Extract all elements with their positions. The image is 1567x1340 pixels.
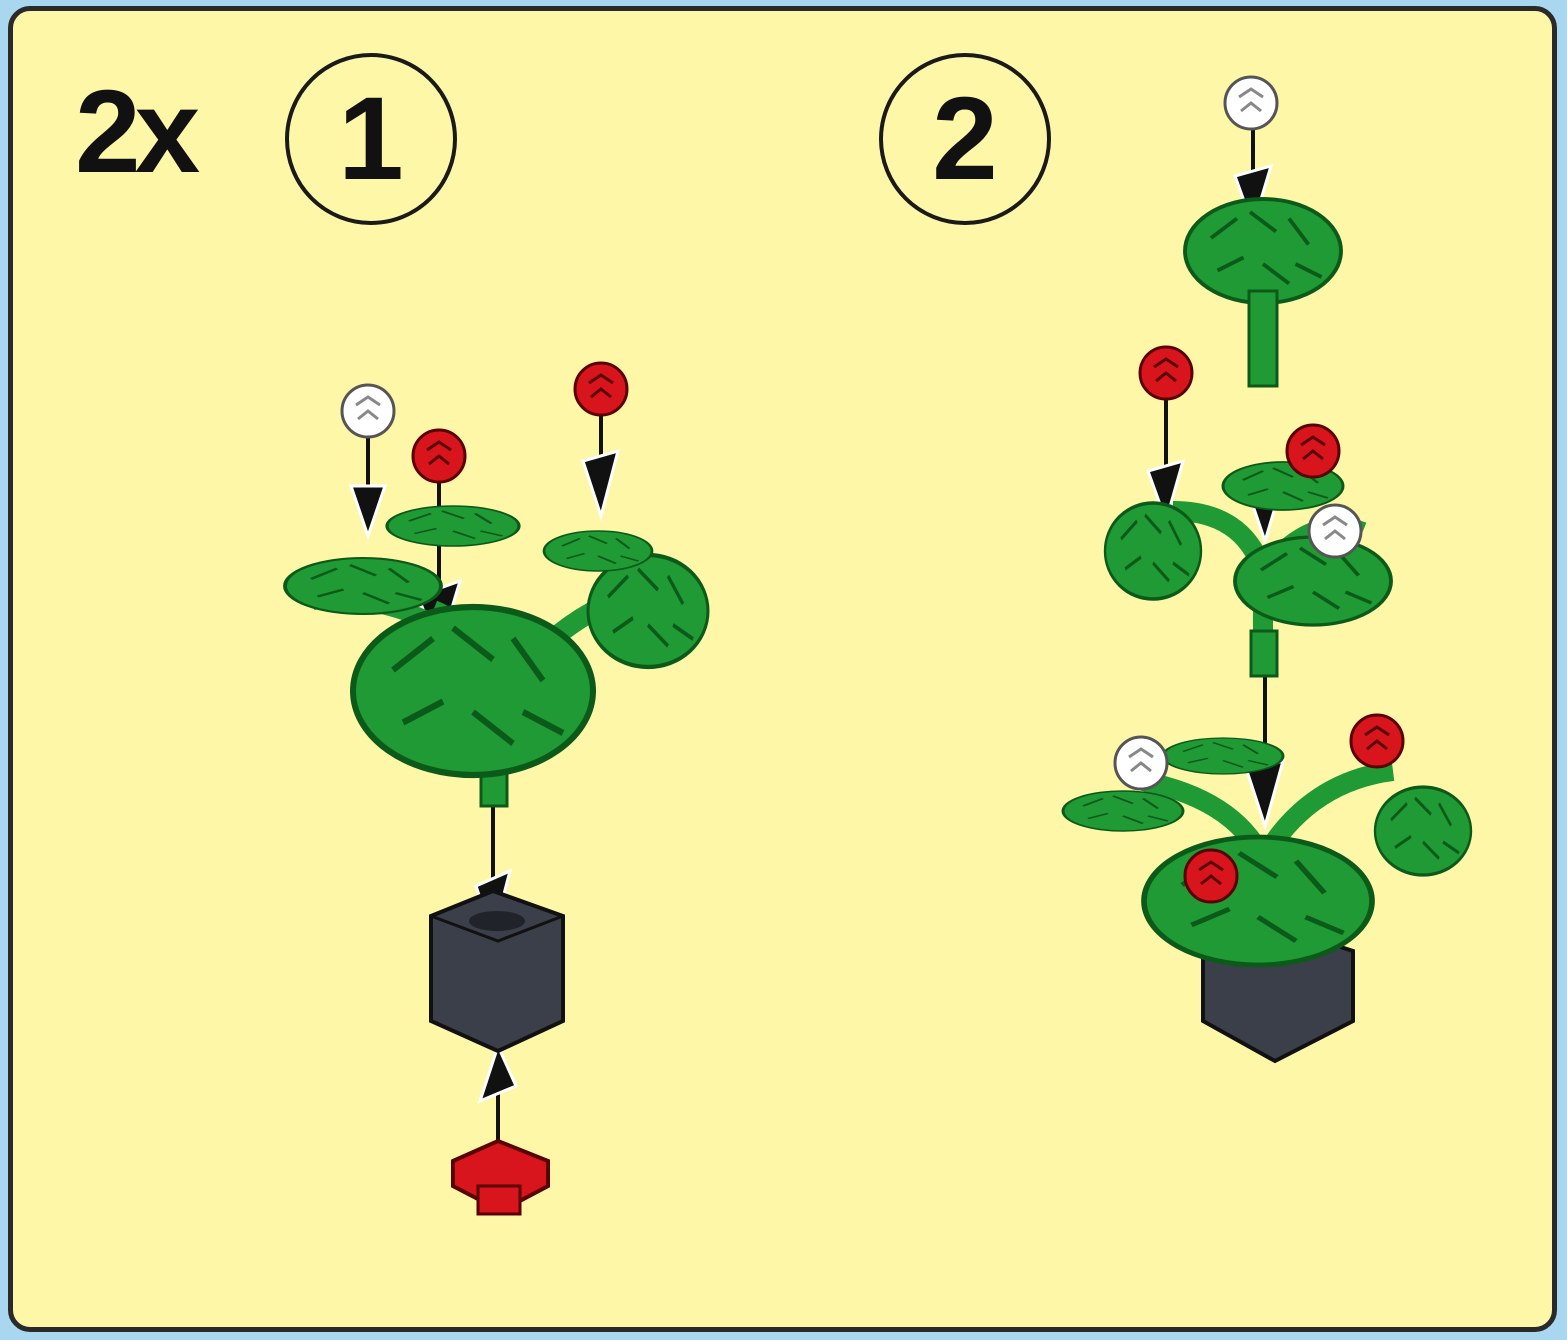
- step-1-number: 1: [285, 53, 457, 225]
- red-flower-icon: [1349, 713, 1405, 769]
- red-flower-icon: [1285, 423, 1341, 479]
- red-flower-icon: [573, 361, 629, 417]
- white-flower-icon: [340, 383, 396, 439]
- white-flower-icon: [1223, 75, 1279, 131]
- white-flower-icon: [1307, 503, 1363, 559]
- arrow-icon: [581, 448, 621, 522]
- instruction-panel: 2x 1 2: [8, 6, 1557, 1332]
- red-flower-icon: [411, 428, 467, 484]
- red-flower-icon: [1183, 848, 1239, 904]
- quantity-label: 2x: [75, 66, 200, 198]
- red-flower-icon: [1138, 345, 1194, 401]
- assembly-illustration: [283, 75, 1473, 1216]
- step-1-illustration: [283, 361, 708, 1216]
- arrow-icon: [477, 1041, 519, 1104]
- red-flower-icon: [451, 1138, 550, 1216]
- arrow-icon: [1146, 458, 1186, 526]
- flower-pot-icon: [429, 888, 565, 1054]
- white-flower-icon: [1113, 735, 1169, 791]
- plant-stem-icon: [1247, 289, 1279, 388]
- arrow-icon: [348, 484, 388, 541]
- step-2-number: 2: [879, 53, 1051, 225]
- step-2-illustration: [1061, 75, 1473, 1064]
